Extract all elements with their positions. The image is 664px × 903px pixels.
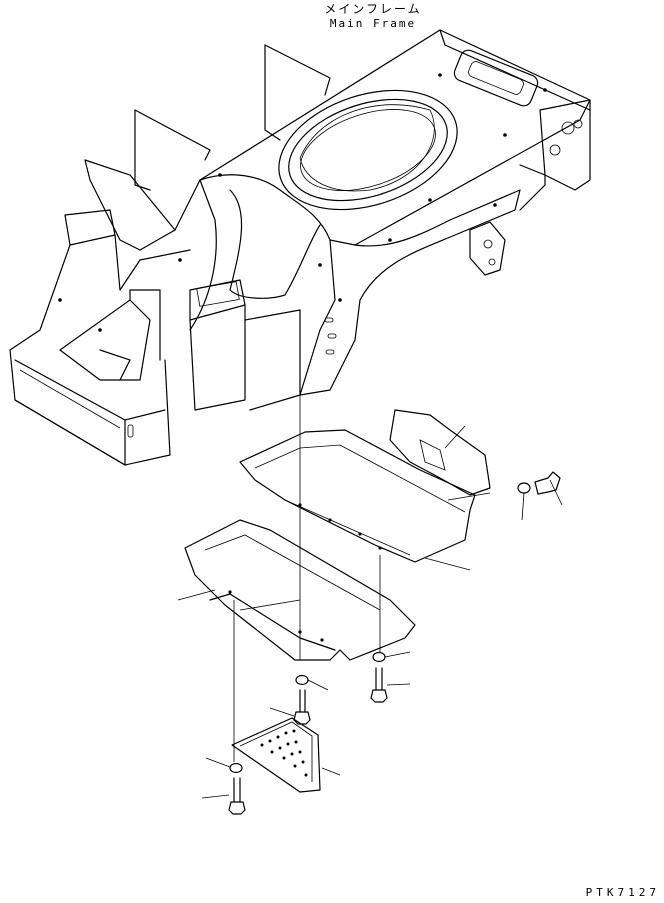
main-frame bbox=[9, 29, 591, 466]
washer-a bbox=[517, 482, 531, 521]
drawing-code: PTK7127 bbox=[585, 886, 660, 899]
drawing-title-japanese: メインフレーム bbox=[324, 2, 422, 16]
drawing-title-english: Main Frame bbox=[329, 17, 417, 30]
washer-b bbox=[295, 674, 329, 691]
bolt-c bbox=[370, 667, 411, 703]
lower-under-cover bbox=[177, 519, 416, 661]
bolt-a bbox=[534, 471, 563, 506]
upper-under-cover bbox=[239, 429, 476, 571]
perforated-plate bbox=[231, 717, 341, 793]
side-cover bbox=[389, 409, 491, 501]
assembly-lines bbox=[233, 395, 381, 762]
washer-d bbox=[205, 757, 243, 774]
bolt-d bbox=[201, 777, 246, 815]
bolt-b bbox=[269, 689, 311, 725]
washer-c bbox=[372, 651, 411, 663]
